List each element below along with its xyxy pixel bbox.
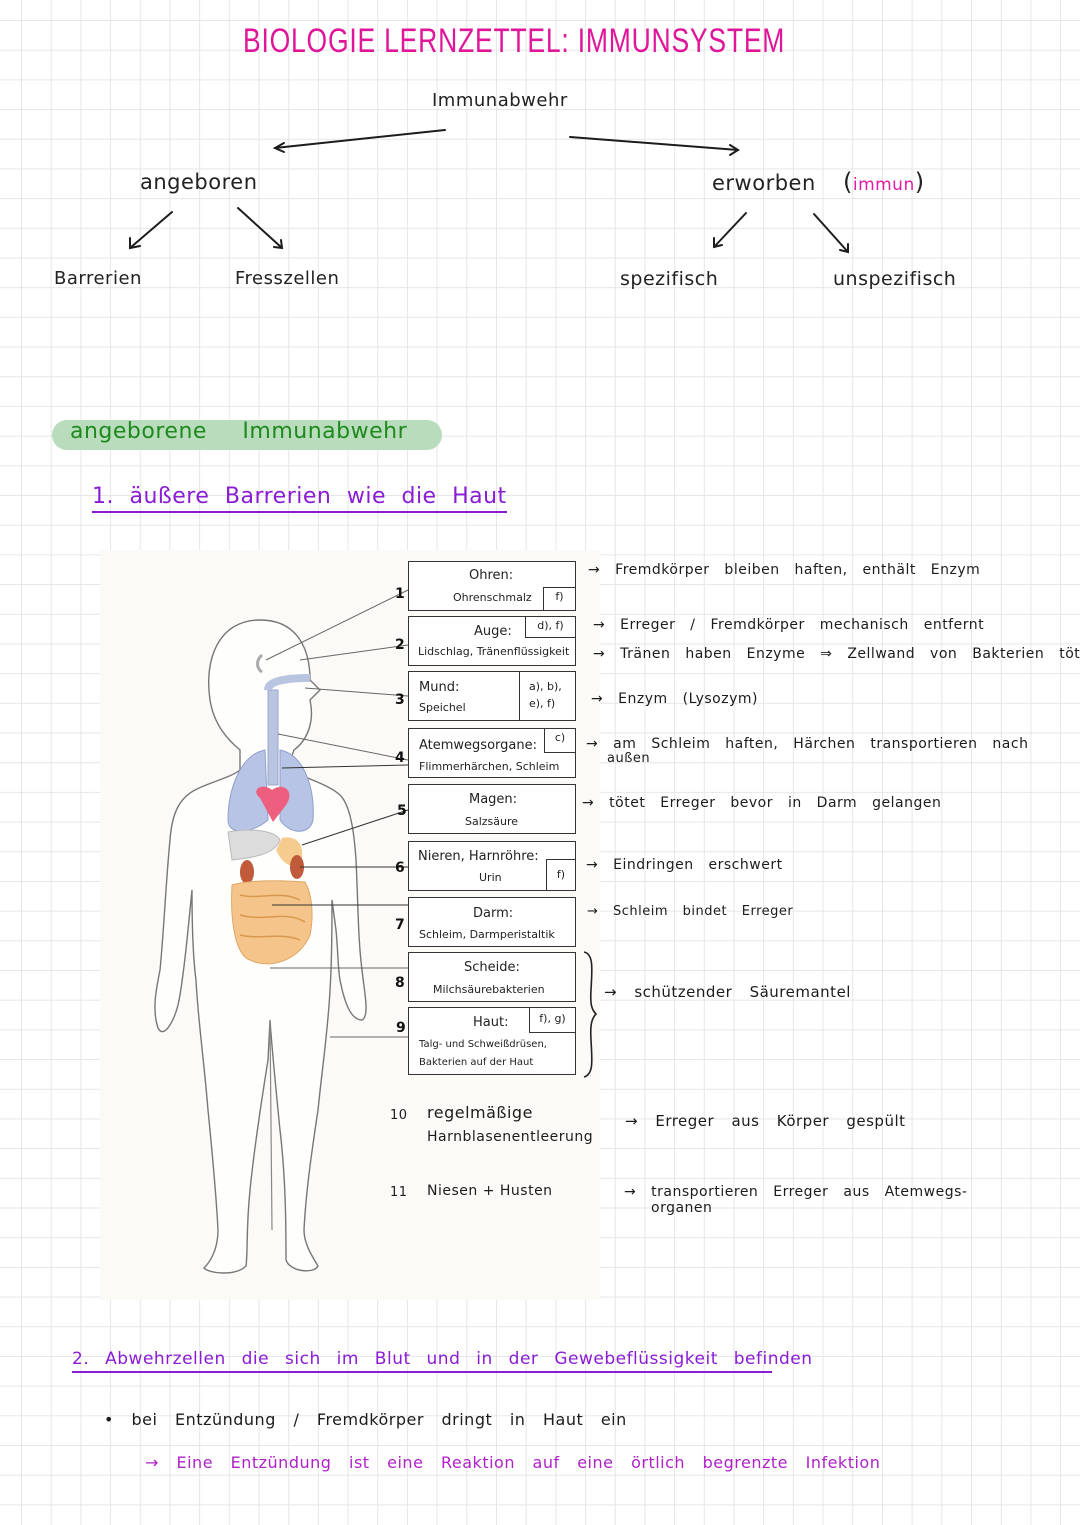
box-label: Magen:: [469, 792, 518, 807]
paren-open: (: [842, 168, 853, 196]
box-auge: Auge: Lidschlag, Tränenflüssigkeit d), f…: [408, 616, 576, 666]
box-detail-2: Bakterien auf der Haut: [419, 1057, 534, 1068]
box-nieren: Nieren, Harnröhre: Urin f): [408, 841, 576, 891]
tree-barrerien: Barrerien: [54, 268, 142, 289]
extra-10-line1: regelmäßige: [427, 1103, 533, 1122]
marker-2: 2: [395, 637, 405, 653]
box-ohren: Ohren: Ohrenschmalz f): [408, 561, 576, 611]
box-detail: Lidschlag, Tränenflüssigkeit: [418, 645, 570, 658]
box-label: Atemwegsorgane:: [419, 738, 537, 753]
note-auge-2: → Tränen haben Enzyme ⇒ Zellwand von Bak…: [593, 646, 1080, 662]
marker-1: 1: [395, 586, 405, 602]
bullet-entzuendung: • bei Entzündung / Fremdkörper dringt in…: [104, 1410, 627, 1429]
marker-10: 10: [390, 1108, 408, 1123]
tree-fresszellen: Fresszellen: [235, 268, 340, 289]
erworben-label: erworben: [712, 171, 816, 195]
box-detail: Flimmerhärchen, Schleim: [419, 760, 560, 773]
note-atemweg: → am Schleim haften, Härchen transportie…: [586, 736, 1029, 752]
marker-8: 8: [395, 975, 405, 991]
box-detail: Speichel: [419, 701, 466, 714]
box-tag: c): [544, 728, 576, 753]
note-ohren: → Fremdkörper bleiben haften, enthält En…: [588, 562, 981, 578]
box-atemwegsorgane: Atemwegsorgane: Flimmerhärchen, Schleim …: [408, 728, 576, 778]
definition-entzuendung: → Eine Entzündung ist eine Reaktion auf …: [145, 1453, 881, 1472]
note-darm: → Schleim bindet Erreger: [587, 904, 794, 919]
box-label: Mund:: [419, 680, 460, 695]
note-mund: → Enzym (Lysozym): [591, 691, 758, 707]
box-divider: [519, 672, 520, 720]
box-label: Scheide:: [464, 960, 520, 975]
tree-angeboren: angeboren: [140, 170, 258, 194]
tree-root: Immunabwehr: [432, 90, 568, 111]
extra-11-line1: Niesen + Husten: [427, 1183, 553, 1199]
note-auge: → Erreger / Fremdkörper mechanisch entfe…: [593, 617, 985, 633]
paren-close: ): [914, 168, 925, 196]
box-label: Haut:: [473, 1015, 509, 1030]
box-magen: Magen: Salzsäure: [408, 784, 576, 834]
marker-4: 4: [395, 750, 405, 766]
page-title: BIOLOGIE LERNZETTEL: IMMUNSYSTEM: [243, 22, 786, 60]
box-label: Auge:: [474, 624, 512, 639]
box-tag: f): [543, 587, 576, 611]
box-haut: Haut: Talg- und Schweißdrüsen, Bakterien…: [408, 1007, 576, 1075]
marker-3: 3: [395, 692, 405, 708]
box-tag-line1: a), b),: [529, 680, 562, 693]
box-scheide: Scheide: Milchsäurebakterien: [408, 952, 576, 1002]
tree-unspezifisch: unspezifisch: [833, 268, 957, 290]
box-detail: Ohrenschmalz: [453, 591, 532, 604]
subheading-barriers: 1. äußere Barrerien wie die Haut: [92, 484, 507, 513]
tree-erworben: erworben (immun): [712, 168, 925, 196]
curly-brace: [583, 951, 598, 1078]
box-detail: Talg- und Schweißdrüsen,: [419, 1039, 547, 1050]
marker-9: 9: [396, 1020, 406, 1036]
erworben-note: immun: [852, 175, 915, 195]
box-tag-line2: e), f): [529, 697, 556, 710]
marker-6: 6: [395, 860, 405, 876]
marker-5: 5: [397, 803, 407, 819]
box-detail: Salzsäure: [465, 815, 519, 828]
section-heading: angeborene Immunabwehr: [70, 419, 408, 444]
box-detail: Milchsäurebakterien: [433, 983, 545, 996]
section-highlight: [52, 420, 442, 450]
tree-spezifisch: spezifisch: [620, 268, 719, 290]
note-extra-11: → transportieren Erreger aus Atemwegs-: [624, 1184, 968, 1200]
box-label: Nieren, Harnröhre:: [418, 849, 539, 864]
box-darm: Darm: Schleim, Darmperistaltik: [408, 897, 576, 947]
marker-11: 11: [390, 1185, 408, 1200]
box-label: Darm:: [473, 906, 514, 921]
note-extra-10: → Erreger aus Körper gespült: [625, 1112, 906, 1130]
human-body-diagram: [154, 589, 409, 1274]
box-mund: Mund: Speichel a), b), e), f): [408, 671, 576, 721]
note-atemweg-cont: außen: [607, 751, 651, 766]
note-extra-11-cont: organen: [651, 1200, 713, 1216]
note-magen: → tötet Erreger bevor in Darm gelangen: [582, 795, 942, 811]
note-saeuremantel: → schützender Säuremantel: [604, 983, 851, 1001]
box-tag: f): [546, 859, 576, 891]
box-tag: f), g): [529, 1007, 576, 1033]
box-detail: Urin: [479, 871, 502, 884]
box-tag: d), f): [525, 616, 576, 638]
marker-7: 7: [395, 917, 405, 933]
tree-arrows: [129, 129, 849, 254]
box-label: Ohren:: [469, 568, 514, 583]
note-nieren: → Eindringen erschwert: [586, 857, 783, 873]
subheading-abwehrzellen: 2. Abwehrzellen die sich im Blut und in …: [72, 1349, 812, 1373]
extra-10-line2: Harnblasenentleerung: [427, 1129, 594, 1145]
box-detail: Schleim, Darmperistaltik: [419, 928, 555, 941]
